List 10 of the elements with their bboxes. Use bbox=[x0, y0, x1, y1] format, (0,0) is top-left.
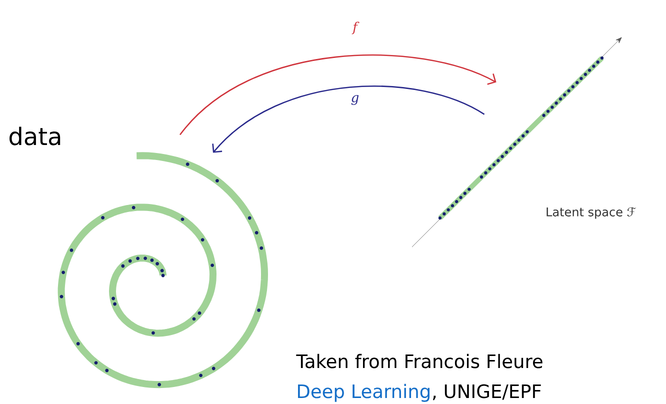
edge-label: f bbox=[352, 22, 360, 34]
link-text: Deep Learning bbox=[298, 384, 430, 402]
edge-label: g bbox=[351, 95, 359, 105]
credit-text: , UNIGE/EPF bbox=[432, 384, 541, 400]
data: data bbox=[10, 126, 60, 146]
arrow bbox=[212, 86, 485, 153]
credit-text: Taken from Francois Fleure bbox=[296, 354, 542, 368]
arrow bbox=[180, 54, 496, 136]
spiral-drawing bbox=[58, 152, 268, 388]
axis-label: Latent space ℱ bbox=[546, 207, 636, 219]
